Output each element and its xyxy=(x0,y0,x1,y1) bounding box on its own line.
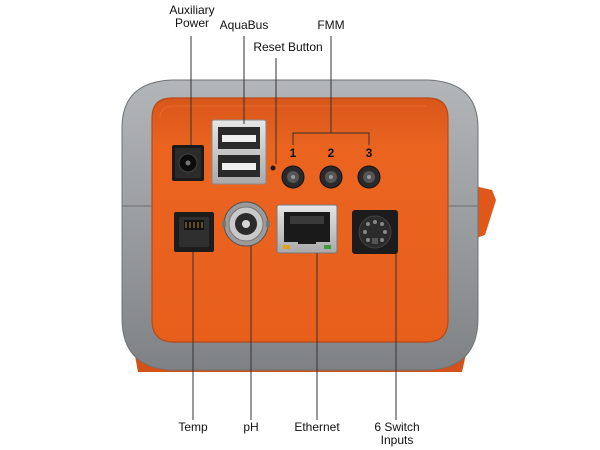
temp-port xyxy=(174,212,214,252)
reset-button-hole xyxy=(270,165,276,171)
switch-inputs-port xyxy=(352,210,398,254)
label-temp: Temp xyxy=(178,420,208,434)
label-ethernet: Ethernet xyxy=(294,420,340,434)
fmm-port-number: 1 xyxy=(289,146,297,160)
auxiliary-power-jack xyxy=(172,145,204,181)
label-fmm: FMM xyxy=(317,18,345,32)
label-switch-inputs: 6 Switch Inputs xyxy=(362,421,432,447)
aquabus-ports xyxy=(211,119,267,185)
label-aquabus: AquaBus xyxy=(219,18,269,32)
fmm-port-number: 2 xyxy=(327,146,335,160)
label-switch-inputs-line2: Inputs xyxy=(380,433,414,447)
label-switch-inputs-line1: 6 Switch xyxy=(374,420,420,434)
fmm-ports xyxy=(281,165,381,189)
label-reset-button: Reset Button xyxy=(253,40,323,54)
label-auxiliary-power-line2: Power xyxy=(174,16,209,30)
label-auxiliary-power: Auxiliary Power xyxy=(160,4,224,30)
leader-lines xyxy=(190,36,397,420)
ph-port xyxy=(222,201,270,247)
label-ph: pH xyxy=(243,420,259,434)
label-auxiliary-power-line1: Auxiliary xyxy=(169,3,215,17)
ethernet-port xyxy=(276,204,338,254)
fmm-port-number: 3 xyxy=(365,146,373,160)
